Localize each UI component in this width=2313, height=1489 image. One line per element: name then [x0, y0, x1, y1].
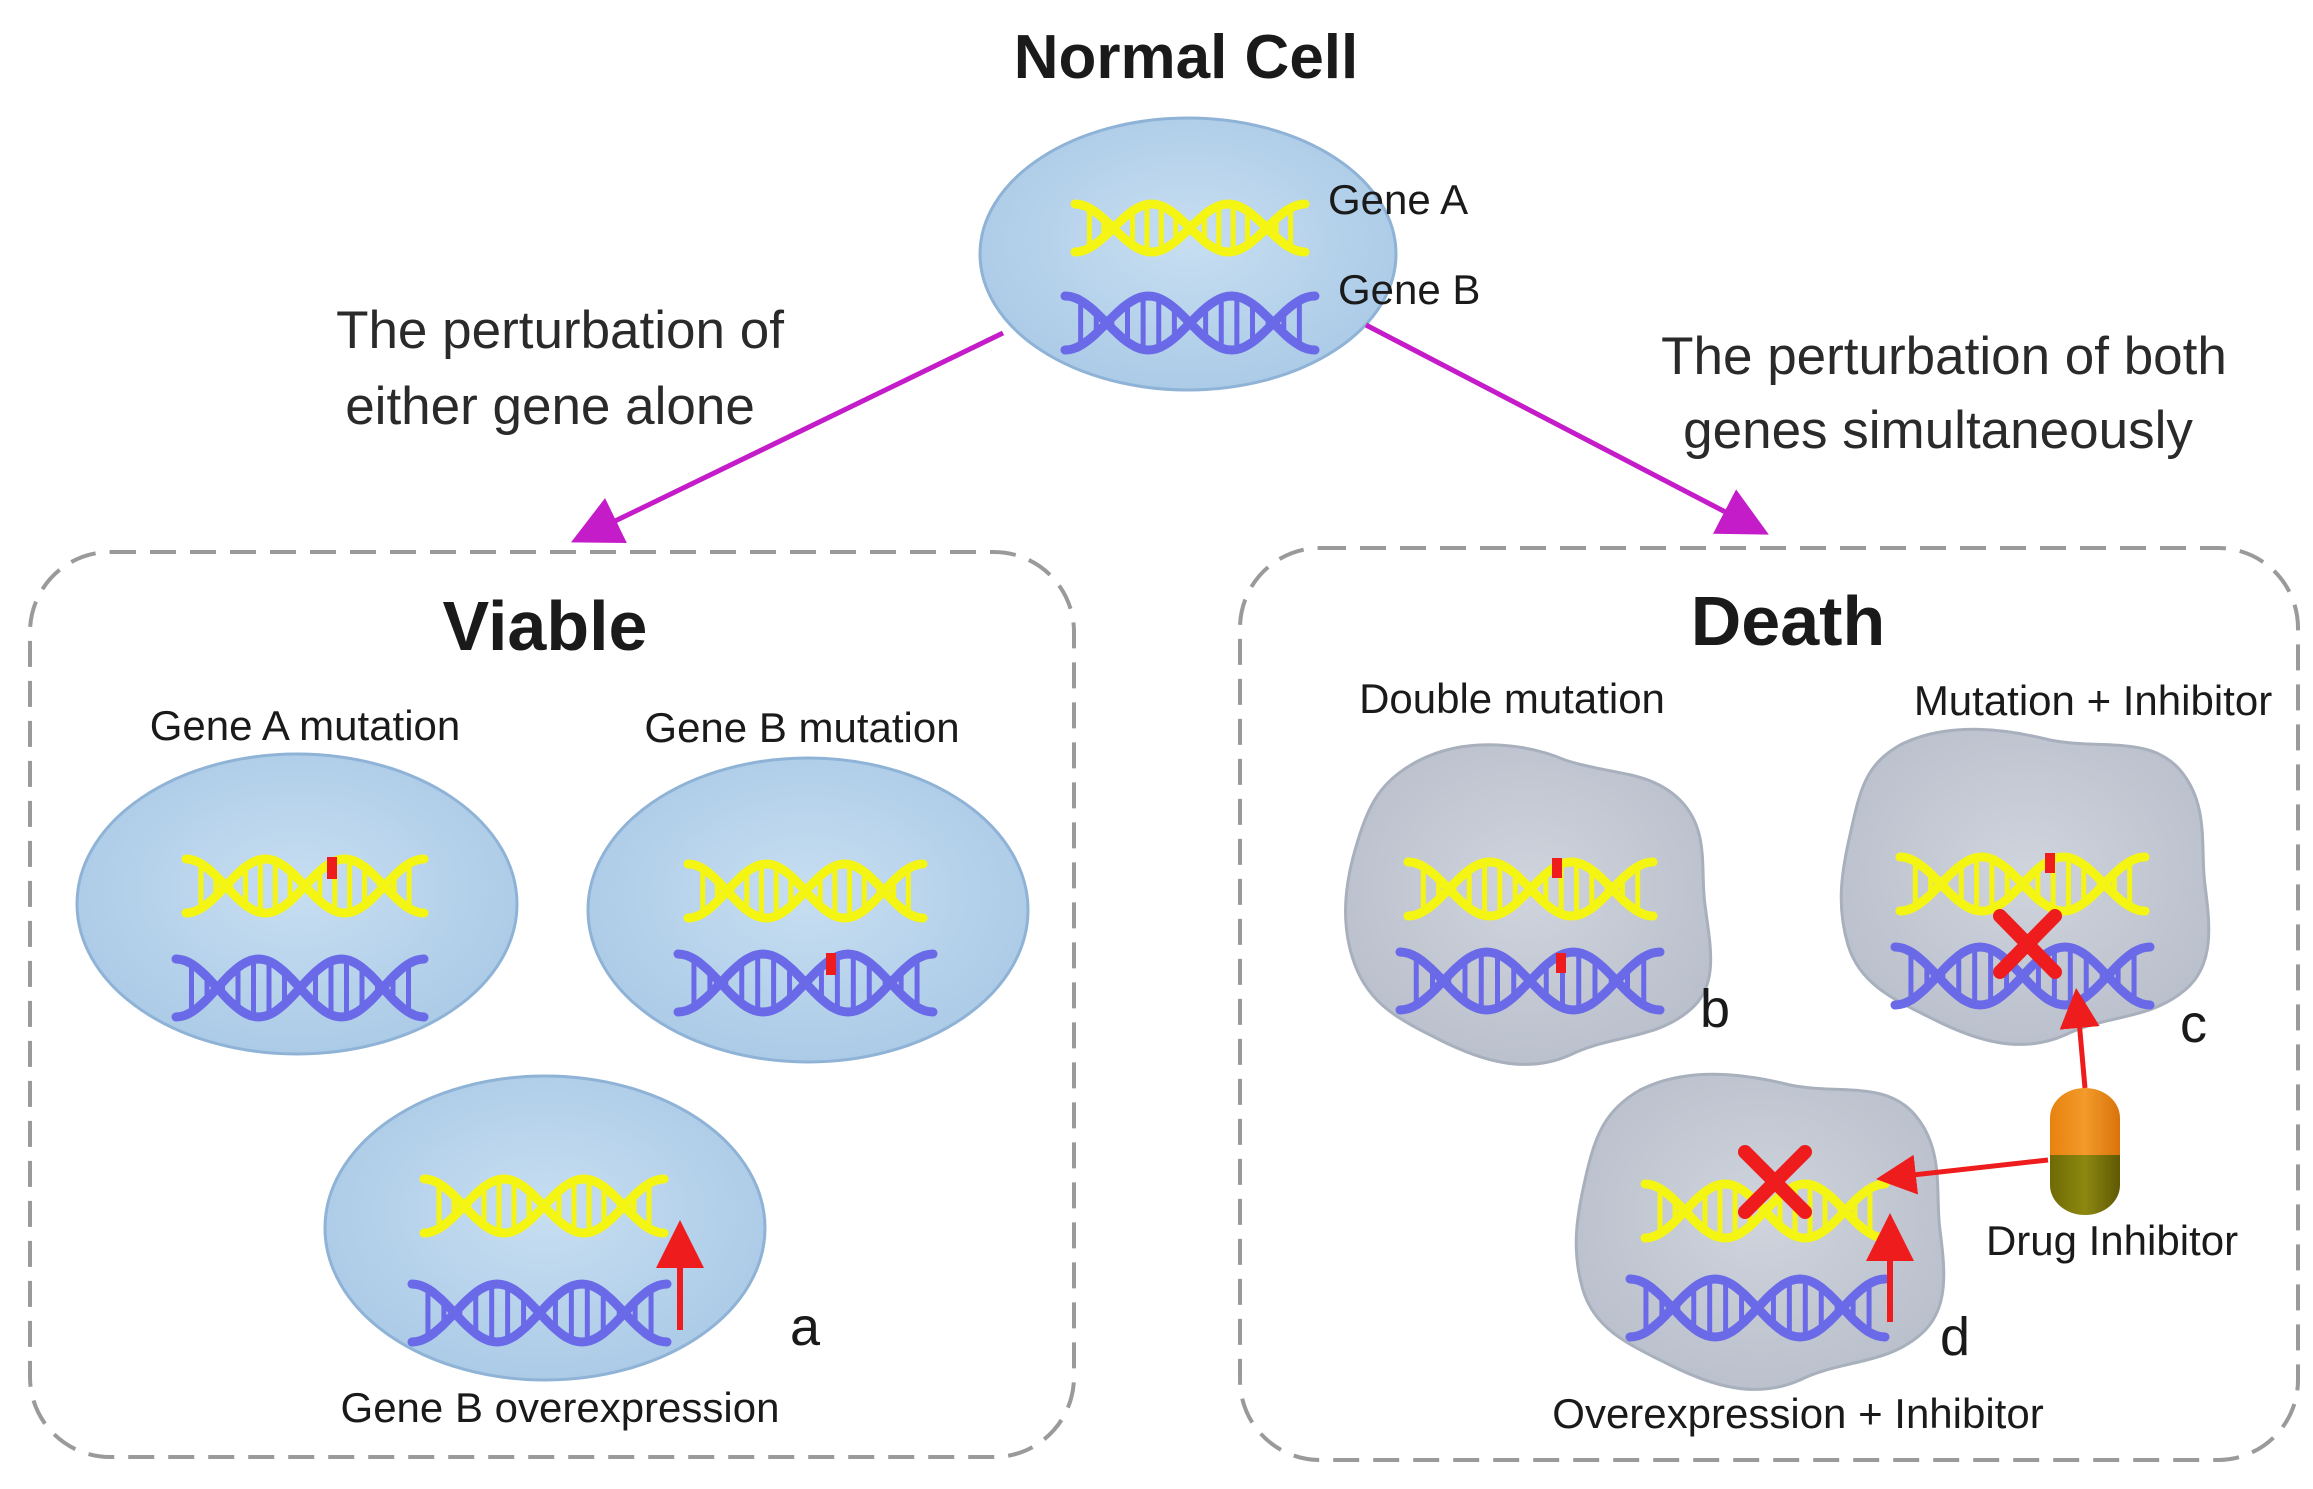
inhibitor-arrow-d — [1876, 1154, 2049, 1195]
gene-a-dna-icon — [683, 859, 928, 923]
gene-b-dna-icon — [1625, 1274, 1890, 1342]
gene-b-dna-icon — [171, 954, 429, 1022]
gene-a-label: Gene A — [1328, 176, 1468, 223]
gene-b-overexpression-cell — [323, 1074, 767, 1382]
gene-b-mutation-label: Gene B mutation — [644, 704, 959, 751]
gene-a-mutation-label: Gene A mutation — [150, 702, 461, 749]
right-branch-caption-line1: The perturbation of both — [1661, 327, 2227, 386]
death-panel — [1238, 546, 2300, 1462]
gene-a-dna-icon — [419, 1174, 669, 1238]
label-b: b — [1700, 979, 1730, 1039]
inhibitor-arrow-c — [2059, 988, 2100, 1089]
viable-title: Viable — [443, 587, 648, 665]
gene-b-dna-icon — [673, 949, 938, 1017]
drug-pill-icon — [2050, 1088, 2120, 1215]
label-d: d — [1940, 1307, 1970, 1367]
mutation-mark-icon — [2045, 853, 2055, 873]
gene-a-dna-icon — [1070, 199, 1310, 257]
gene-b-overexpression-label: Gene B overexpression — [341, 1384, 780, 1431]
overexpression-inhibitor-label: Overexpression + Inhibitor — [1552, 1390, 2043, 1437]
left-branch-caption-line1: The perturbation of — [336, 301, 784, 360]
gene-b-dna-icon — [1060, 291, 1320, 355]
death-title: Death — [1691, 582, 1885, 660]
drug-inhibitor-label: Drug Inhibitor — [1986, 1217, 2238, 1264]
mutation-inhibitor-label: Mutation + Inhibitor — [1914, 677, 2272, 724]
right-branch-arrow — [1364, 322, 1769, 535]
left-branch-arrow — [571, 330, 1005, 544]
page-title: Normal Cell — [1014, 23, 1359, 92]
gene-b-dna-icon — [1395, 947, 1665, 1015]
inhibition-x-icon — [1738, 1145, 1812, 1219]
mutation-inhibitor-cell — [1839, 727, 2211, 1046]
gene-b-label: Gene B — [1338, 266, 1480, 313]
inhibition-x-icon — [1993, 909, 2062, 979]
mutation-mark-icon — [1552, 858, 1562, 878]
overexpression-inhibitor-cell — [1574, 1072, 1946, 1391]
mutation-mark-icon — [1556, 953, 1566, 973]
double-mutation-cell — [1344, 743, 1713, 1066]
label-a: a — [790, 1297, 821, 1357]
gene-a-dna-icon — [1895, 852, 2150, 916]
gene-a-dna-icon — [181, 854, 429, 918]
mutation-mark-icon — [826, 953, 836, 975]
label-c: c — [2180, 994, 2207, 1054]
double-mutation-label: Double mutation — [1359, 675, 1665, 722]
gene-a-dna-icon — [1403, 857, 1658, 921]
right-branch-caption-line2: genes simultaneously — [1683, 401, 2193, 460]
gene-b-dna-icon — [407, 1279, 672, 1347]
left-branch-caption-line2: either gene alone — [345, 377, 755, 436]
gene-a-mutation-cell — [75, 752, 519, 1056]
gene-b-mutation-cell — [586, 756, 1030, 1064]
normal-cell — [978, 116, 1398, 392]
viable-panel — [28, 550, 1076, 1459]
mutation-mark-icon — [327, 857, 337, 879]
